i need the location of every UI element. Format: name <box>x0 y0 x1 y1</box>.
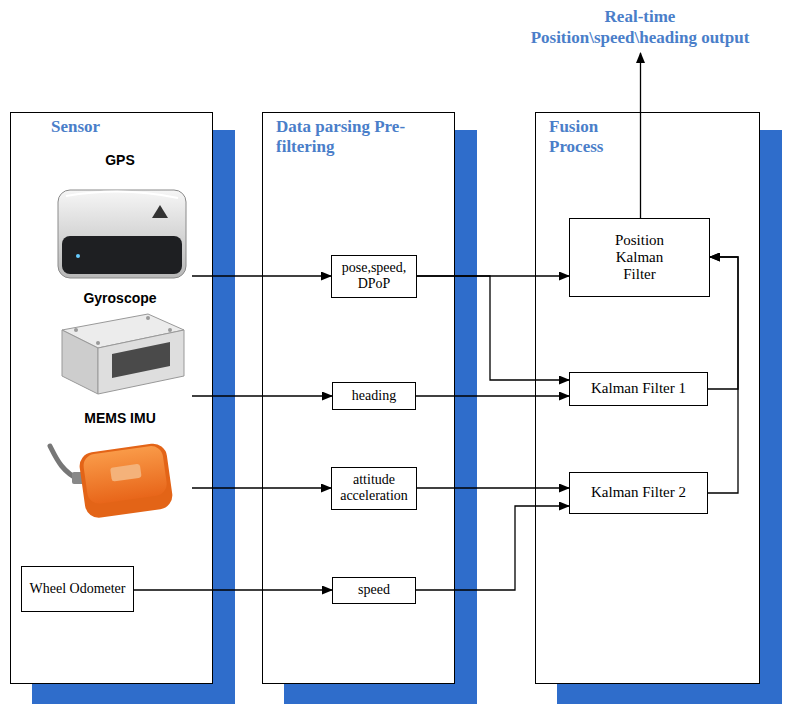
panel-heading: Data parsing Pre-filtering <box>276 117 406 158</box>
sensor-device: MEMS IMU <box>48 410 192 525</box>
box-label: pose,speed, DPoP <box>338 260 410 292</box>
box-label: attitude acceleration <box>338 472 410 504</box>
group-panel: Fusion ProcessPosition Kalman FilterKalm… <box>535 112 760 684</box>
box-label: Wheel Odometer <box>29 581 125 597</box>
device-label: Gyroscope <box>83 290 156 307</box>
filter-box: Kalman Filter 1 <box>569 372 708 406</box>
group-panel: SensorGPS GyroscopeMEMS IMU Wheel Odometer <box>10 112 213 684</box>
sensor-box: Wheel Odometer <box>21 566 134 612</box>
sensor-device: Gyroscope <box>48 290 192 402</box>
box-label: speed <box>358 582 390 598</box>
filter-box: Kalman Filter 2 <box>569 472 708 514</box>
process-box: attitude acceleration <box>331 467 417 510</box>
output-label: Real-time Position\speed\heading output <box>530 6 750 48</box>
panel-heading: Sensor <box>51 117 201 137</box>
box-label: heading <box>352 388 396 404</box>
device-label: MEMS IMU <box>84 410 156 427</box>
box-label: Kalman Filter 2 <box>591 484 686 501</box>
process-box: speed <box>332 577 416 604</box>
device-label: GPS <box>105 152 135 169</box>
box-label: Position Kalman Filter <box>602 232 677 284</box>
box-label: Kalman Filter 1 <box>591 380 686 397</box>
process-box: heading <box>332 382 416 410</box>
filter-box: Position Kalman Filter <box>569 218 710 297</box>
process-box: pose,speed, DPoP <box>331 255 417 298</box>
output-label-box: Real-time Position\speed\heading output <box>530 6 750 48</box>
sensor-device: GPS <box>48 152 192 282</box>
group-panel: Data parsing Pre-filtering pose,speed, DP… <box>262 112 455 684</box>
panel-heading: Fusion Process <box>549 117 629 158</box>
